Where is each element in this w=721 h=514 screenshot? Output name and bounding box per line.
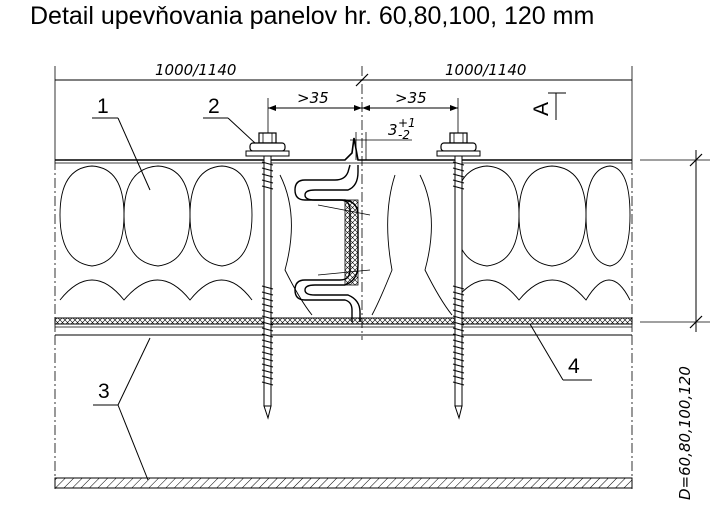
- panel-thickness-dimension: D=60,80,100,120: [640, 150, 710, 500]
- svg-text:2: 2: [208, 95, 220, 118]
- sandwich-panel: [54, 137, 633, 336]
- panel-width-left-label: 1000/1140: [155, 61, 236, 79]
- section-marker-a: A: [530, 92, 566, 120]
- joint-gap-tol-plus: +1: [398, 116, 416, 130]
- svg-text:1: 1: [97, 95, 109, 118]
- panel-joint: [294, 164, 371, 322]
- svg-text:3: 3: [98, 380, 110, 403]
- mineral-wool-insulation: [59, 165, 631, 316]
- joint-gap-label: 3: [388, 121, 398, 139]
- page-title: Detail upevňovania panelov hr. 60,80,100…: [30, 2, 595, 30]
- screw-offset-left-label: >35: [297, 89, 329, 107]
- steel-purlin-bottom-flange: [54, 335, 633, 490]
- section-letter: A: [530, 102, 553, 116]
- callout-4: 4: [529, 323, 592, 381]
- joint-gap-dimension: 3 +1 -2: [350, 116, 416, 160]
- callout-1: 1: [92, 95, 151, 191]
- svg-text:4: 4: [568, 355, 580, 378]
- self-drilling-screw-left: [245, 132, 290, 420]
- screw-offset-right-label: >35: [395, 89, 427, 107]
- joint-gap-tol-minus: -2: [398, 128, 410, 142]
- self-drilling-screw-right: [436, 132, 481, 420]
- screw-offset-dimension: >35 >35: [267, 89, 459, 140]
- panel-width-right-label: 1000/1140: [445, 61, 526, 79]
- callout-2: 2: [203, 95, 256, 144]
- callout-3: 3: [93, 337, 151, 481]
- panel-thickness-label: D=60,80,100,120: [676, 366, 694, 500]
- panel-width-dimension: 1000/1140 1000/1140: [54, 61, 633, 340]
